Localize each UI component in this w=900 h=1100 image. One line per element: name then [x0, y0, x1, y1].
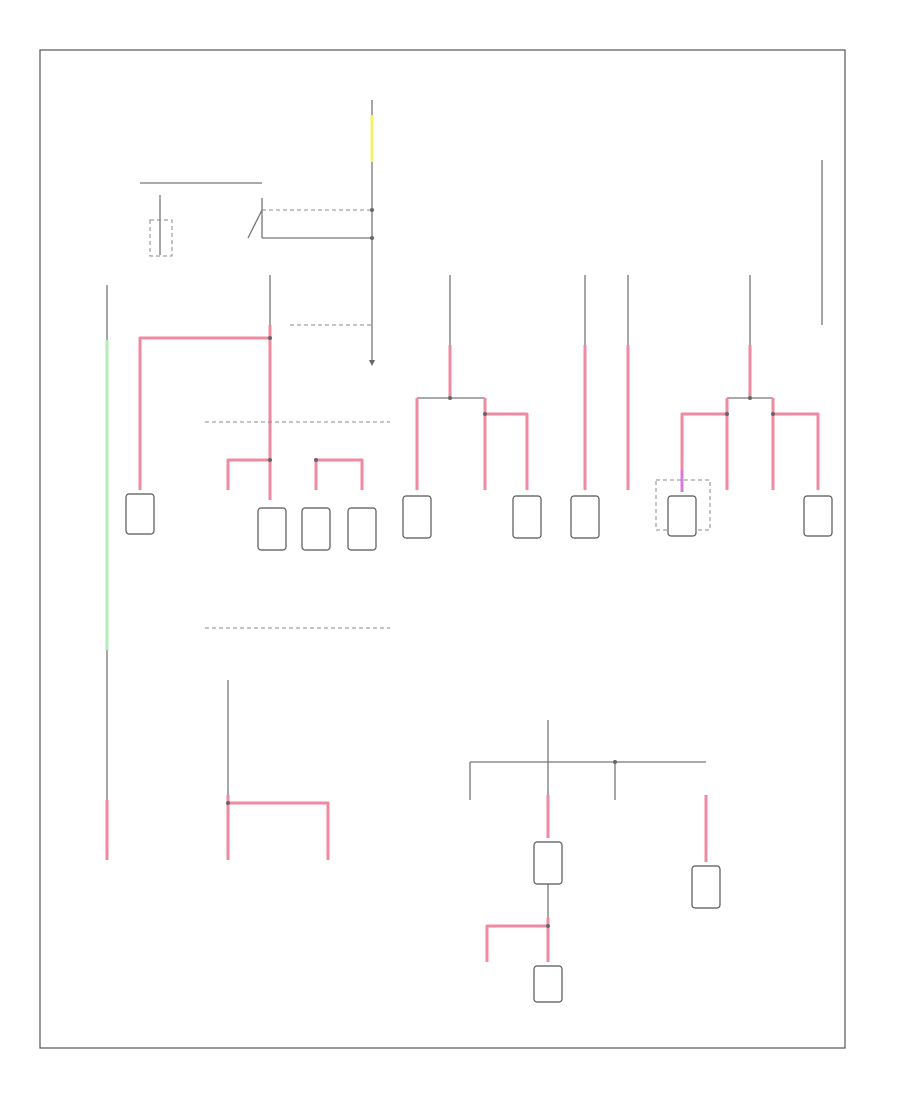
top-fuse-feed [369, 100, 375, 366]
solenoid-1 [257, 507, 287, 551]
module-4 [570, 495, 600, 539]
module-3 [512, 495, 542, 539]
solenoid-3 [347, 507, 377, 551]
arrow-down-icon [369, 360, 375, 366]
transmission-group [205, 275, 390, 629]
center-branch [402, 275, 542, 539]
bottom-module [533, 965, 563, 1003]
relay-module [533, 841, 563, 885]
module-1 [125, 493, 155, 535]
module-2 [402, 495, 432, 539]
relay-block [140, 182, 372, 257]
right-group [655, 275, 833, 537]
module-5 [667, 495, 697, 537]
bottom-right-bus [469, 720, 721, 1003]
module-6 [803, 495, 833, 537]
module-7 [691, 865, 721, 909]
module-1-branch [125, 336, 270, 535]
junction-dots [226, 208, 775, 928]
diagram-border [39, 49, 846, 1049]
fuse-pair-branch [570, 275, 630, 539]
bottom-left-branch [226, 680, 330, 860]
solenoid-2 [301, 507, 331, 551]
